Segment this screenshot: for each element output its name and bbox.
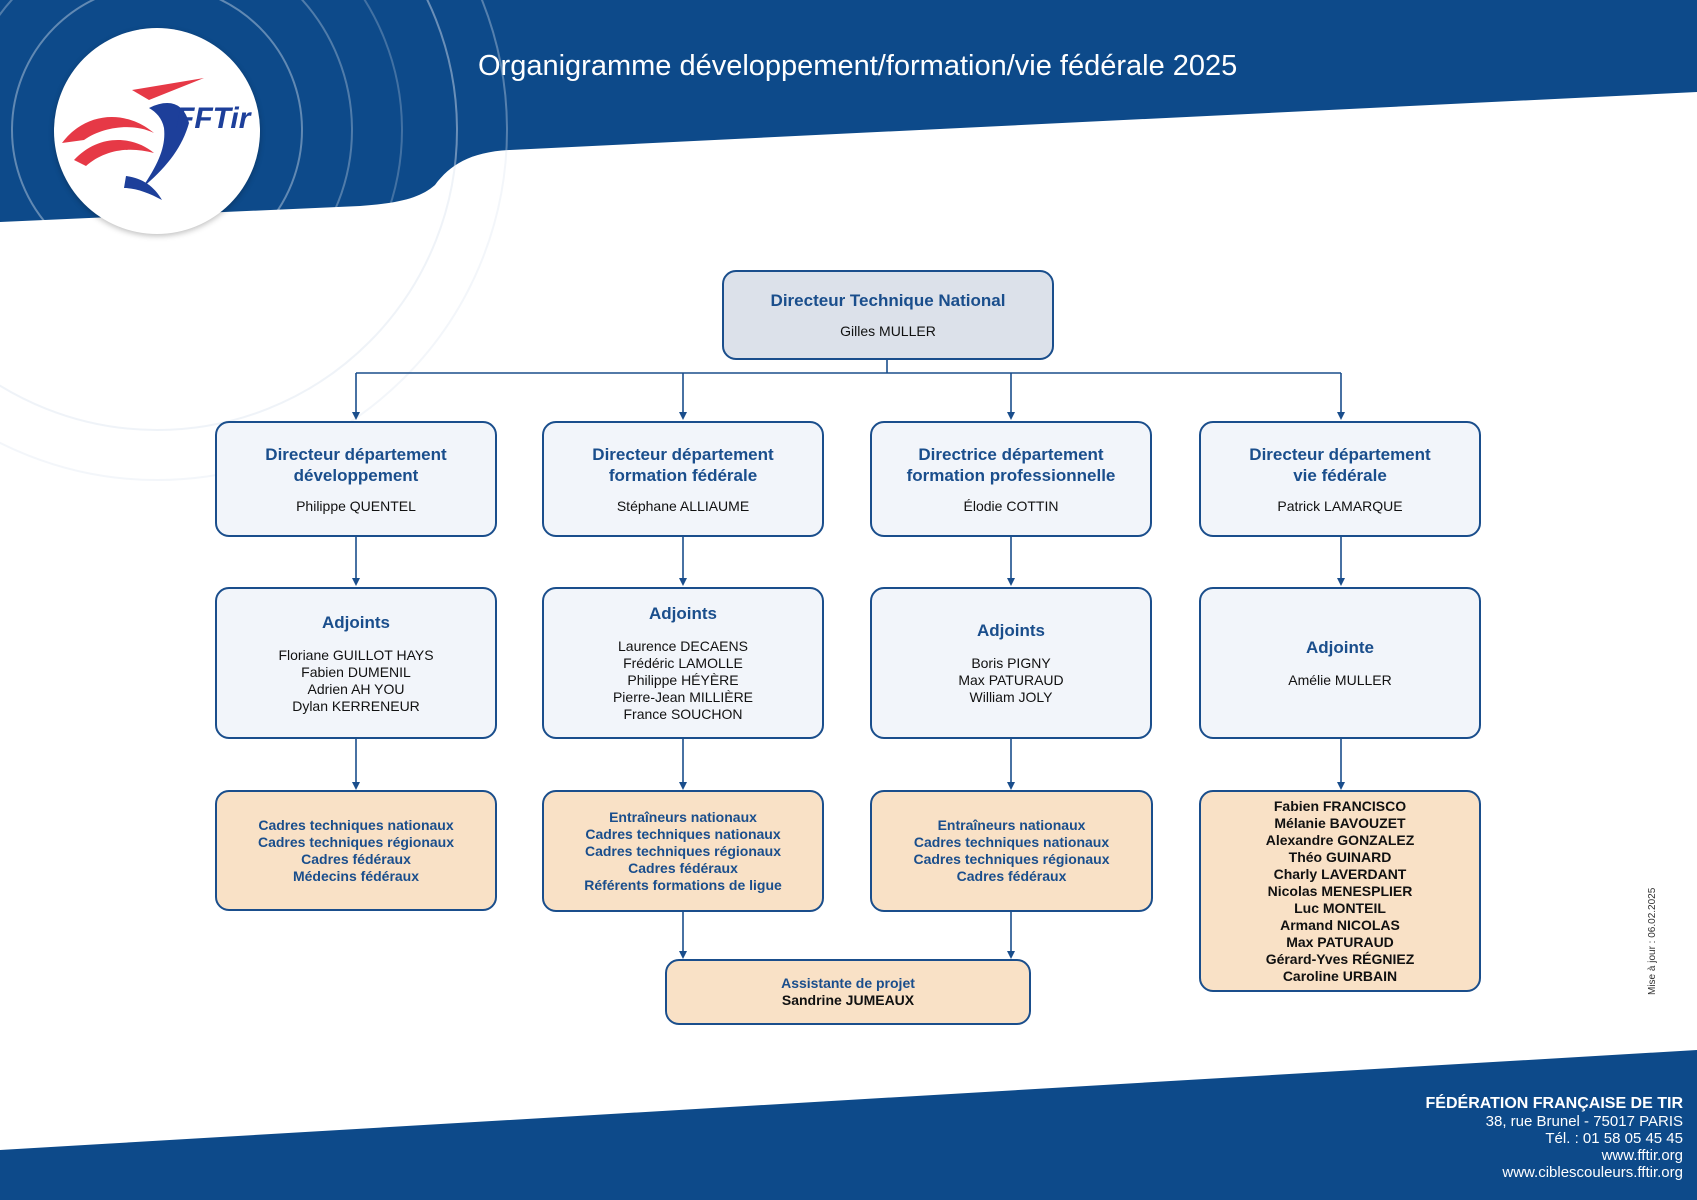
- footer-address: 38, rue Brunel - 75017 PARIS: [1485, 1113, 1683, 1130]
- adjoint-name: Pierre-Jean MILLIÈRE: [612, 689, 754, 705]
- dept-head-name: Philippe QUENTEL: [296, 497, 416, 514]
- staff-item: Référents formations de ligue: [584, 876, 782, 893]
- dept-role-line1: Directeur département: [265, 444, 447, 464]
- staff-name: Max PATURAUD: [1286, 933, 1394, 950]
- adjoints-box: Adjointe Amélie MULLER: [1199, 587, 1481, 739]
- dept-role-line2: développement: [293, 465, 419, 485]
- staff-box: Entraîneurs nationaux Cadres techniques …: [542, 790, 824, 912]
- adjoint-name: Philippe HÉYÈRE: [627, 672, 739, 688]
- update-note: Mise à jour : 06.02.2025: [1647, 887, 1658, 995]
- assistant-role: Assistante de projet: [781, 975, 915, 991]
- staff-name: Alexandre GONZALEZ: [1265, 831, 1415, 848]
- adjoint-name: William JOLY: [969, 689, 1053, 705]
- footer-banner: [0, 1050, 1697, 1200]
- adjoint-name: Laurence DECAENS: [618, 638, 748, 654]
- footer-org-name: FÉDÉRATION FRANÇAISE DE TIR: [1425, 1095, 1683, 1112]
- staff-name: Nicolas MENESPLIER: [1267, 882, 1413, 899]
- staff-name: Fabien FRANCISCO: [1273, 797, 1407, 814]
- logo-wordmark: FFTir: [176, 102, 253, 135]
- staff-item: Cadres fédéraux: [301, 850, 411, 867]
- adjoints-box: Adjoints Floriane GUILLOT HAYS Fabien DU…: [215, 587, 497, 739]
- adjoint-name: Dylan KERRENEUR: [292, 697, 420, 714]
- dept-role-line2: vie fédérale: [1293, 465, 1387, 485]
- staff-box: Fabien FRANCISCO Mélanie BAVOUZET Alexan…: [1199, 790, 1481, 992]
- staff-item: Cadres fédéraux: [956, 868, 1067, 884]
- staff-name: Armand NICOLAS: [1280, 916, 1400, 933]
- staff-item: Cadres techniques régionaux: [584, 842, 782, 859]
- dtn-name: Gilles MULLER: [840, 323, 936, 339]
- staff-name: Charly LAVERDANT: [1273, 865, 1407, 882]
- adjoints-label: Adjoints: [322, 612, 390, 632]
- rooster-icon: FFTir: [62, 78, 253, 200]
- adjoint-name: France SOUCHON: [623, 706, 743, 722]
- adjoint-name: Adrien AH YOU: [307, 680, 405, 697]
- connector-lines: [355, 360, 1342, 957]
- dept-role-line1: Directrice département: [918, 444, 1104, 464]
- dept-head-name: Stéphane ALLIAUME: [616, 497, 750, 514]
- footer-phone: Tél. : 01 58 05 45 45: [1545, 1130, 1683, 1147]
- dept-role-line2: formation fédérale: [608, 465, 758, 485]
- footer-website-link-2[interactable]: www.ciblescouleurs.fftir.org: [1502, 1164, 1683, 1181]
- adjoint-name: Boris PIGNY: [971, 655, 1051, 671]
- staff-box: Cadres techniques nationaux Cadres techn…: [215, 790, 497, 911]
- dept-head-box: Directeur département formation fédérale…: [542, 421, 824, 537]
- dept-role-line2: formation professionnelle: [906, 465, 1116, 485]
- adjoints-label: Adjoints: [649, 604, 717, 623]
- staff-item: Cadres techniques nationaux: [258, 816, 454, 833]
- staff-box: Entraîneurs nationaux Cadres techniques …: [870, 790, 1153, 912]
- staff-name: Théo GUINARD: [1288, 848, 1392, 865]
- adjoint-name: Floriane GUILLOT HAYS: [278, 646, 434, 663]
- dept-role-line1: Directeur département: [592, 444, 774, 464]
- staff-item: Cadres techniques nationaux: [585, 825, 781, 842]
- dept-role-line1: Directeur département: [1249, 444, 1431, 464]
- adjoint-name: Max PATURAUD: [958, 672, 1064, 688]
- staff-name: Gérard-Yves RÉGNIEZ: [1265, 950, 1415, 967]
- staff-item: Cadres fédéraux: [628, 859, 738, 876]
- staff-item: Médecins fédéraux: [292, 867, 420, 884]
- staff-item: Cadres techniques régionaux: [257, 833, 455, 850]
- adjoints-box: Adjoints Laurence DECAENS Frédéric LAMOL…: [542, 587, 824, 739]
- fftir-logo: FFTir: [54, 28, 260, 234]
- dept-head-name: Patrick LAMARQUE: [1277, 497, 1403, 514]
- assistant-name: Sandrine JUMEAUX: [781, 992, 915, 1008]
- dtn-role: Directeur Technique National: [770, 291, 1006, 310]
- dtn-box: Directeur Technique National Gilles MULL…: [722, 270, 1054, 360]
- footer-website-link[interactable]: www.fftir.org: [1601, 1147, 1683, 1164]
- staff-item: Entraîneurs nationaux: [937, 817, 1086, 833]
- staff-item: Cadres techniques régionaux: [913, 851, 1110, 867]
- staff-item: Cadres techniques nationaux: [913, 834, 1110, 850]
- adjoint-name: Frédéric LAMOLLE: [623, 655, 743, 671]
- footer-contact: FÉDÉRATION FRANÇAISE DE TIR 38, rue Brun…: [1426, 1094, 1683, 1181]
- adjoints-box: Adjoints Boris PIGNY Max PATURAUD Willia…: [870, 587, 1152, 739]
- assistant-box: Assistante de projet Sandrine JUMEAUX: [665, 959, 1031, 1025]
- dept-head-name: Élodie COTTIN: [963, 497, 1059, 514]
- staff-name: Caroline URBAIN: [1282, 967, 1398, 984]
- adjoints-label: Adjointe: [1306, 638, 1374, 657]
- dept-head-box: Directeur département vie fédérale Patri…: [1199, 421, 1481, 537]
- arrowheads: [352, 412, 1345, 959]
- staff-item: Entraîneurs nationaux: [609, 808, 757, 825]
- header-banner: [0, 0, 1697, 222]
- adjoint-name: Fabien DUMENIL: [301, 663, 411, 680]
- page-title: Organigramme développement/formation/vie…: [478, 50, 1238, 82]
- staff-name: Mélanie BAVOUZET: [1274, 814, 1406, 831]
- target-rings-decoration: [0, 0, 508, 481]
- staff-name: Luc MONTEIL: [1294, 899, 1386, 916]
- dept-head-box: Directrice département formation profess…: [870, 421, 1152, 537]
- adjoints-label: Adjoints: [977, 621, 1045, 640]
- dept-head-box: Directeur département développement Phil…: [215, 421, 497, 537]
- adjoint-name: Amélie MULLER: [1288, 672, 1392, 688]
